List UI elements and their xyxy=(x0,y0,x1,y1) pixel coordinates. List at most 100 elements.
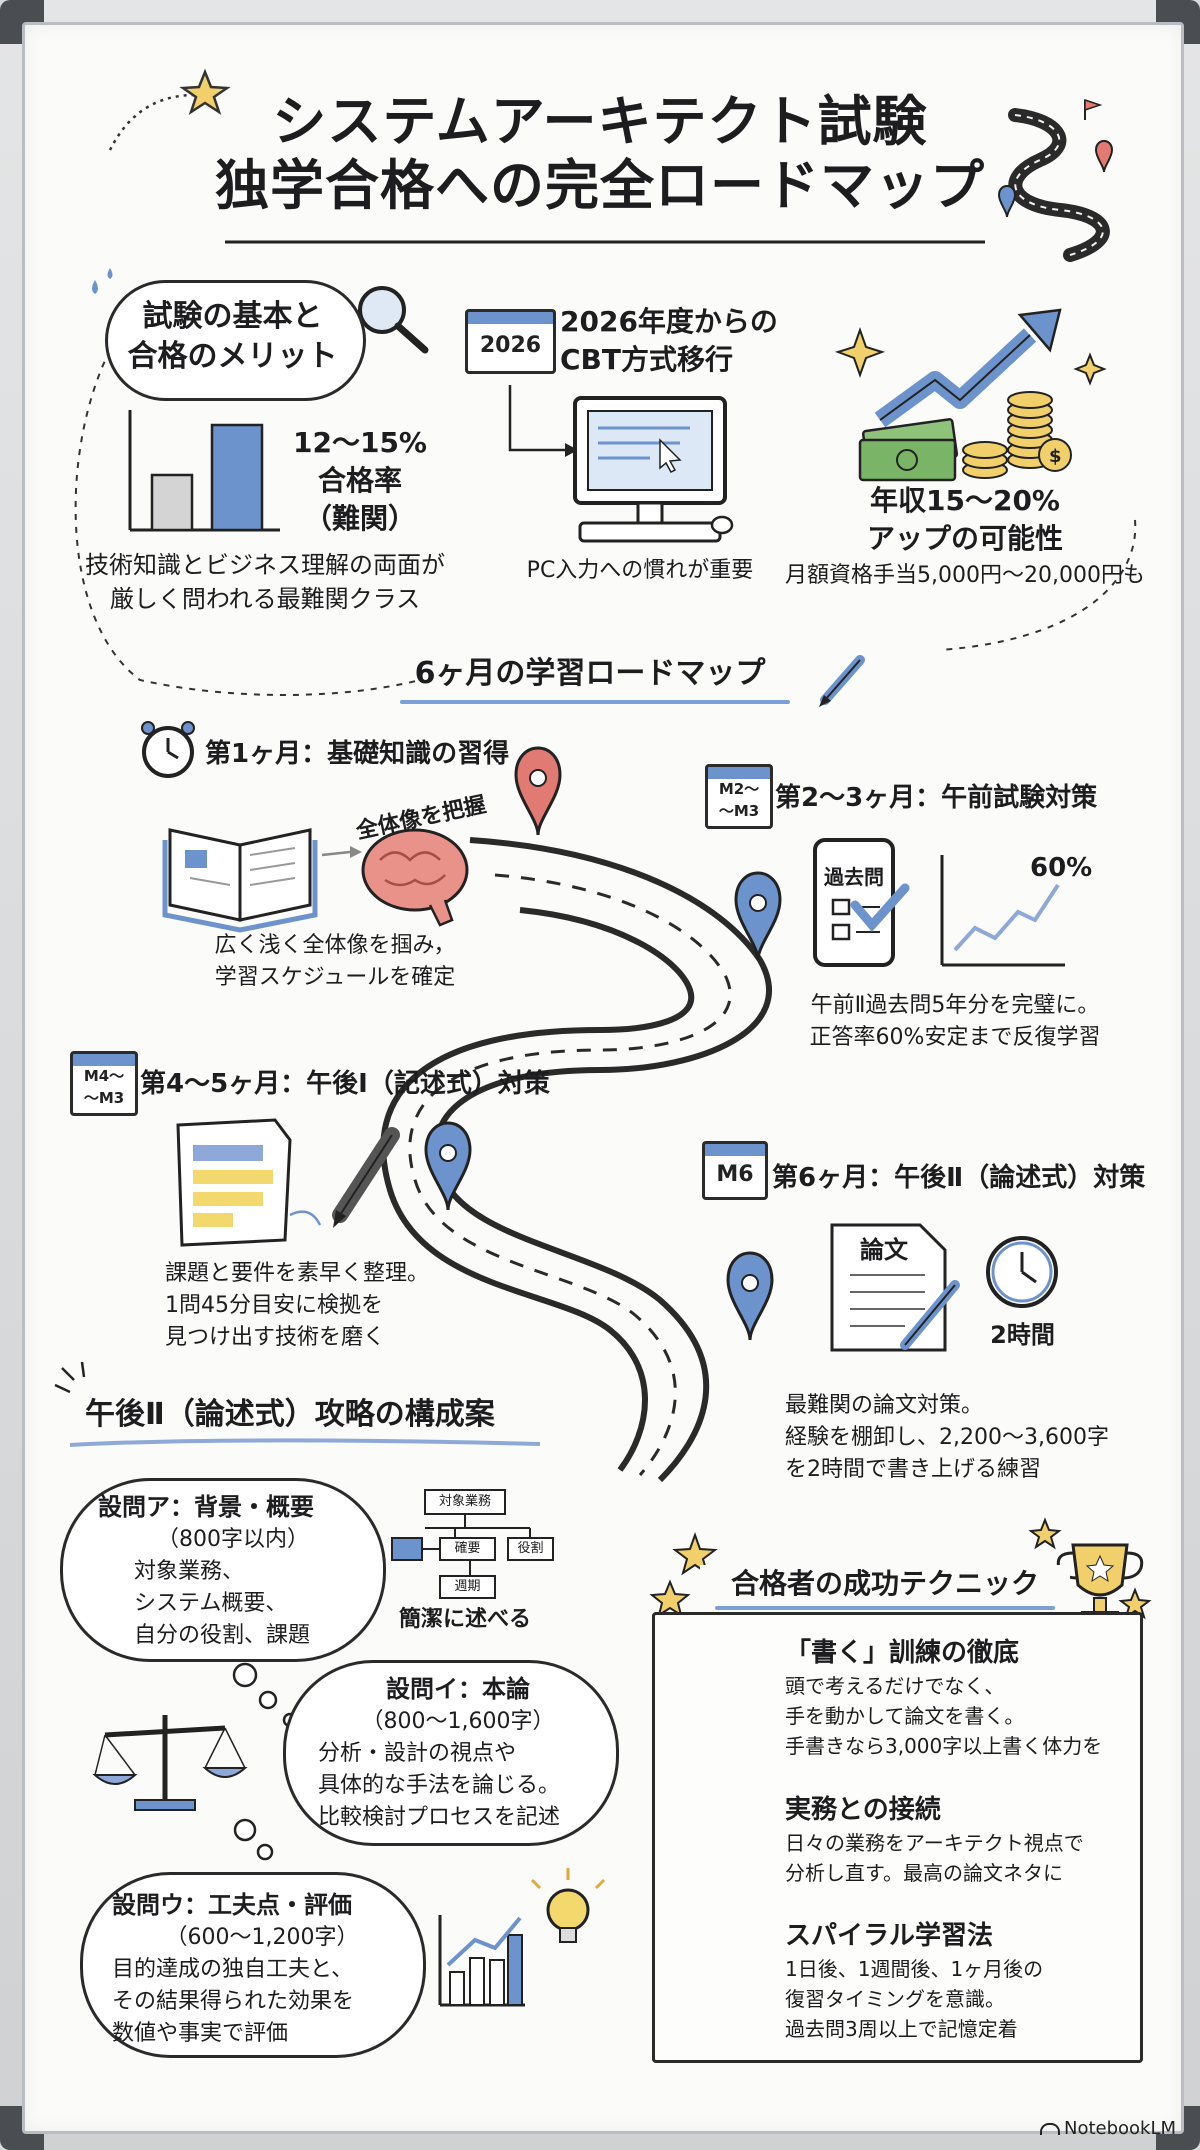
question-u-line3: 数値や事実で評価 xyxy=(112,2021,289,2046)
technique-spiral: スパイラル学習法 1日後、1週間後、1ヶ月後の 復習タイミングを意識。 過去問3… xyxy=(785,1918,1130,2044)
pencil-icon xyxy=(819,655,865,707)
question-a-line1: 対象業務、 xyxy=(134,1559,245,1584)
month6-desc-line2: 経験を棚卸し、2,200〜3,600字 xyxy=(785,1425,1109,1450)
month23-desc-line2: 正答率60%安定まで反復学習 xyxy=(809,1025,1101,1050)
cbt-year-badge: 2026 xyxy=(479,333,542,358)
essay-heading: 午後Ⅱ（論述式）攻略の構成案 xyxy=(85,1397,495,1432)
notebooklm-logo: NotebookLM xyxy=(1040,2118,1190,2139)
dashed-guide-line xyxy=(74,349,421,696)
month23-badge-line2: 〜M3 xyxy=(718,802,760,820)
question-a-limit: （800字以内） xyxy=(157,1527,309,1552)
basics-heading-line2: 合格のメリット xyxy=(127,339,338,374)
salary-note: 月額資格手当5,000円〜20,000円も xyxy=(785,563,1145,588)
cbt-note: PC入力への慣れが重要 xyxy=(526,558,754,583)
month1-title: 第1ヶ月：基礎知識の習得 xyxy=(205,739,510,769)
page-title-line2: 独学合格への完全ロードマップ xyxy=(215,154,985,217)
month45-badge-line1: M4〜 xyxy=(83,1067,125,1085)
tree-left-label: 確要 xyxy=(454,1541,481,1556)
question-u-cloud xyxy=(80,1872,426,2058)
calendar-2026-icon: 2026 xyxy=(465,309,556,374)
sweat-drops-icon xyxy=(92,268,113,294)
salary-heading-line2: アップの可能性 xyxy=(866,522,1063,555)
arrow-to-computer xyxy=(508,385,565,452)
month45-description: 課題と要件を素早く整理。 1問45分目安に検拠を 見つけ出す技術を磨く xyxy=(165,1258,475,1354)
star-doodle-icon xyxy=(108,68,231,151)
month6-description: 最難関の論文対策。 経験を棚卸し、2,200〜3,600字 を2時間で書き上げる… xyxy=(785,1390,1125,1486)
basics-heading: 試験の基本と 合格のメリット xyxy=(105,297,360,377)
map-pin-icon xyxy=(734,871,782,961)
technique-write-line1: 頭で考えるだけでなく、 xyxy=(785,1674,1005,1698)
cbt-heading-line2: CBT方式移行 xyxy=(560,343,733,376)
essay-doc-label: 論文 xyxy=(860,1236,908,1264)
calendar-m6-icon: M6 xyxy=(702,1141,768,1200)
basics-desc-line2: 厳しく問われる最難関クラス xyxy=(109,585,421,613)
calendar-m2-m3-icon: M2〜 〜M3 xyxy=(705,764,773,829)
question-u-block: 設問ウ：工夫点・評価 （600〜1,200字） 目的達成の独自工夫と、 その結果… xyxy=(112,1888,412,2050)
month45-desc-line1: 課題と要件を素早く整理。 xyxy=(165,1261,430,1286)
essay-heading-underline xyxy=(69,1438,541,1447)
month6-desc-line1: 最難関の論文対策。 xyxy=(785,1393,984,1418)
magnifier-icon xyxy=(358,286,429,354)
month6-title: 第6ヶ月：午後Ⅱ（論述式）対策 xyxy=(772,1163,1146,1193)
month23-title: 第2〜3ヶ月：午前試験対策 xyxy=(775,783,1098,813)
trend-line-chart xyxy=(940,855,1065,967)
month23-description: 午前Ⅱ過去問5年分を完璧に。 正答率60%安定まで反復学習 xyxy=(775,990,1135,1054)
dashed-guide-line xyxy=(939,519,1137,651)
month1-description: 広く浅く全体像を掴み， 学習スケジュールを確定 xyxy=(180,930,490,994)
salary-heading: 年収15〜20% アップの可能性 xyxy=(840,482,1090,558)
trophy-icon xyxy=(1056,1543,1144,1623)
pen-icon xyxy=(900,1280,960,1350)
month23-desc-line1: 午前Ⅱ過去問5年分を完璧に。 xyxy=(810,993,1100,1018)
growth-arrow-icon xyxy=(874,308,1062,428)
pass-rate-caption: 合格率 xyxy=(317,464,402,497)
money-stack-icon: $ xyxy=(858,391,1072,482)
roadmap-heading: 6ヶ月の学習ロードマップ xyxy=(414,656,766,691)
page-title-line1: システムアーキテクト試験 xyxy=(272,90,928,153)
map-pin-icon xyxy=(726,1251,774,1341)
question-i-limit: （800〜1,600字） xyxy=(361,1709,555,1734)
question-i-line3: 比較検討プロセスを記述 xyxy=(318,1805,561,1830)
roadmap-heading-underline xyxy=(400,700,790,704)
month6-badge: M6 xyxy=(716,1162,754,1187)
technique-spiral-line3: 過去問3周以上で記憶定着 xyxy=(785,2017,1018,2041)
question-a-line3: 自分の役割、課題 xyxy=(134,1623,311,1648)
tree-caption: 簡潔に述べる xyxy=(398,1607,531,1632)
technique-write: 「書く」訓練の徹底 頭で考えるだけでなく、 手を動かして論文を書く。 手書きなら… xyxy=(785,1635,1130,1761)
month45-desc-line2: 1問45分目安に検拠を xyxy=(165,1293,383,1318)
basics-description: 技術知識とビジネス理解の両面が 厳しく問われる最難関クラス xyxy=(70,548,460,616)
techniques-heading-underline xyxy=(715,1606,1055,1610)
salary-heading-line1: 年収15〜20% xyxy=(870,484,1060,517)
calendar-m4-m5-icon: M4〜 〜M3 xyxy=(70,1051,138,1116)
technique-spiral-line1: 1日後、1週間後、1ヶ月後の xyxy=(785,1957,1044,1981)
question-i-line2: 具体的な手法を論じる。 xyxy=(318,1773,561,1798)
month1-desc-line1: 広く浅く全体像を掴み， xyxy=(214,933,456,958)
technique-write-line2: 手を動かして論文を書く。 xyxy=(785,1704,1025,1728)
footer-brand: NotebookLM xyxy=(1064,2118,1177,2139)
cbt-heading: 2026年度からの CBT方式移行 xyxy=(560,303,800,379)
computer-icon xyxy=(573,396,734,543)
question-i-line1: 分析・設計の視点や xyxy=(318,1741,517,1766)
basics-desc-line1: 技術知識とビジネス理解の両面が xyxy=(85,551,445,579)
month6-desc-line3: を2時間で書き上げる練習 xyxy=(785,1457,1041,1482)
tree-bottom-label: 週期 xyxy=(454,1579,481,1594)
open-book-icon xyxy=(162,828,318,933)
month23-badge-line1: M2〜 xyxy=(718,780,760,798)
question-a-cloud xyxy=(60,1478,386,1662)
technique-practice-line2: 分析し直す。最高の論文ネタに xyxy=(785,1861,1063,1885)
month45-desc-line3: 見つけ出す技術を磨く xyxy=(165,1325,386,1350)
techniques-panel xyxy=(652,1612,1143,2063)
svg-text:$: $ xyxy=(1049,446,1062,467)
technique-spiral-title: スパイラル学習法 xyxy=(785,1921,994,1951)
question-a-line2: システム概要、 xyxy=(134,1591,288,1616)
notebooklm-logo-icon xyxy=(1040,2123,1060,2135)
star-icon xyxy=(649,1517,1152,1620)
question-i-title: 設問イ：本論 xyxy=(386,1675,530,1703)
evaluation-chart-icon xyxy=(438,1915,525,2007)
balance-scale-icon xyxy=(92,1715,248,1811)
roadmap-road xyxy=(380,837,772,1483)
basics-heading-line1: 試験の基本と xyxy=(142,299,323,334)
brain-icon xyxy=(361,828,469,927)
map-pin-icon xyxy=(424,1121,472,1211)
month45-title: 第4〜5ヶ月：午後Ⅰ（記述式）対策 xyxy=(140,1069,550,1099)
question-u-line1: 目的達成の独自工夫と、 xyxy=(112,1957,354,1982)
